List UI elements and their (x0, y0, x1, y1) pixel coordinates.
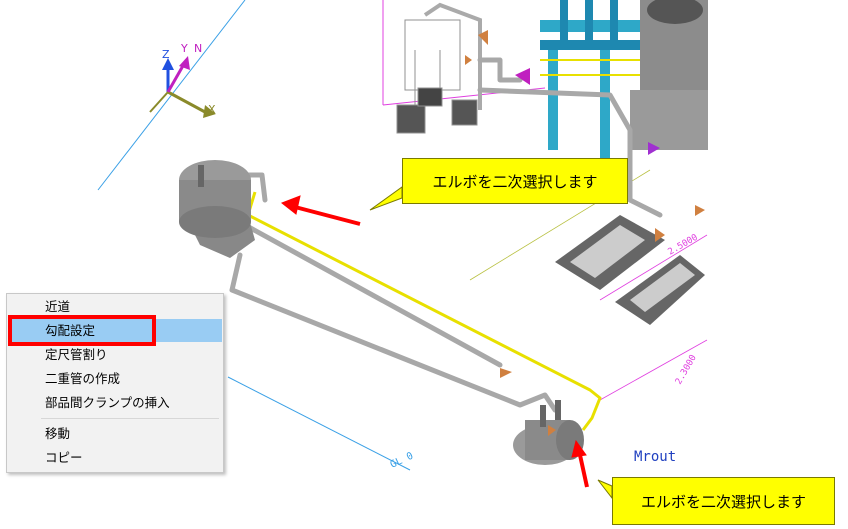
wireframe-equipment (396, 2, 482, 134)
valves (465, 30, 705, 436)
menu-item-create-double-pipe[interactable]: 二重管の作成 (45, 371, 121, 386)
axis-triad (149, 56, 216, 118)
axis-n-label: N (194, 42, 202, 55)
axis-y-label: Y (180, 42, 188, 55)
axis-x-label: X (208, 103, 216, 116)
steel-structure (540, 0, 708, 160)
menu-item-move[interactable]: 移動 (45, 426, 71, 441)
instruction-callout-bottom: エルボを二次選択します (612, 477, 835, 525)
dimension-label-b: 2.3000 (674, 353, 699, 386)
axis-z-label: Z (162, 48, 170, 61)
pump-skids (555, 215, 705, 325)
menu-item-shortcut[interactable]: 近道 (45, 299, 71, 314)
menu-item-fixed-length-pipe-split[interactable]: 定尺管割り (45, 347, 108, 362)
callout-pointer-1 (369, 186, 403, 211)
vessel-tank (179, 160, 255, 258)
callout-pointer-2 (597, 479, 613, 500)
callout-text: エルボを二次選択します (432, 172, 598, 191)
context-menu: 近道 勾配設定 定尺管割り 二重管の作成 部品間クランプの挿入 移動 コピー (6, 293, 224, 473)
dimension-label-a: 2.5000 (667, 233, 700, 258)
callout-text: エルボを二次選択します (640, 492, 806, 511)
gray-pipes (229, 57, 663, 413)
menu-separator (41, 418, 219, 419)
menu-item-insert-clamp[interactable]: 部品間クランプの挿入 (45, 395, 170, 410)
outlet-label: Mrout (634, 449, 676, 465)
instruction-callout-top: エルボを二次選択します (402, 158, 628, 204)
gl-label: GL 0 (389, 451, 415, 471)
red-arrows (281, 195, 589, 488)
menu-item-copy[interactable]: コピー (45, 450, 83, 465)
menu-item-slope-setting[interactable]: 勾配設定 (8, 319, 222, 342)
